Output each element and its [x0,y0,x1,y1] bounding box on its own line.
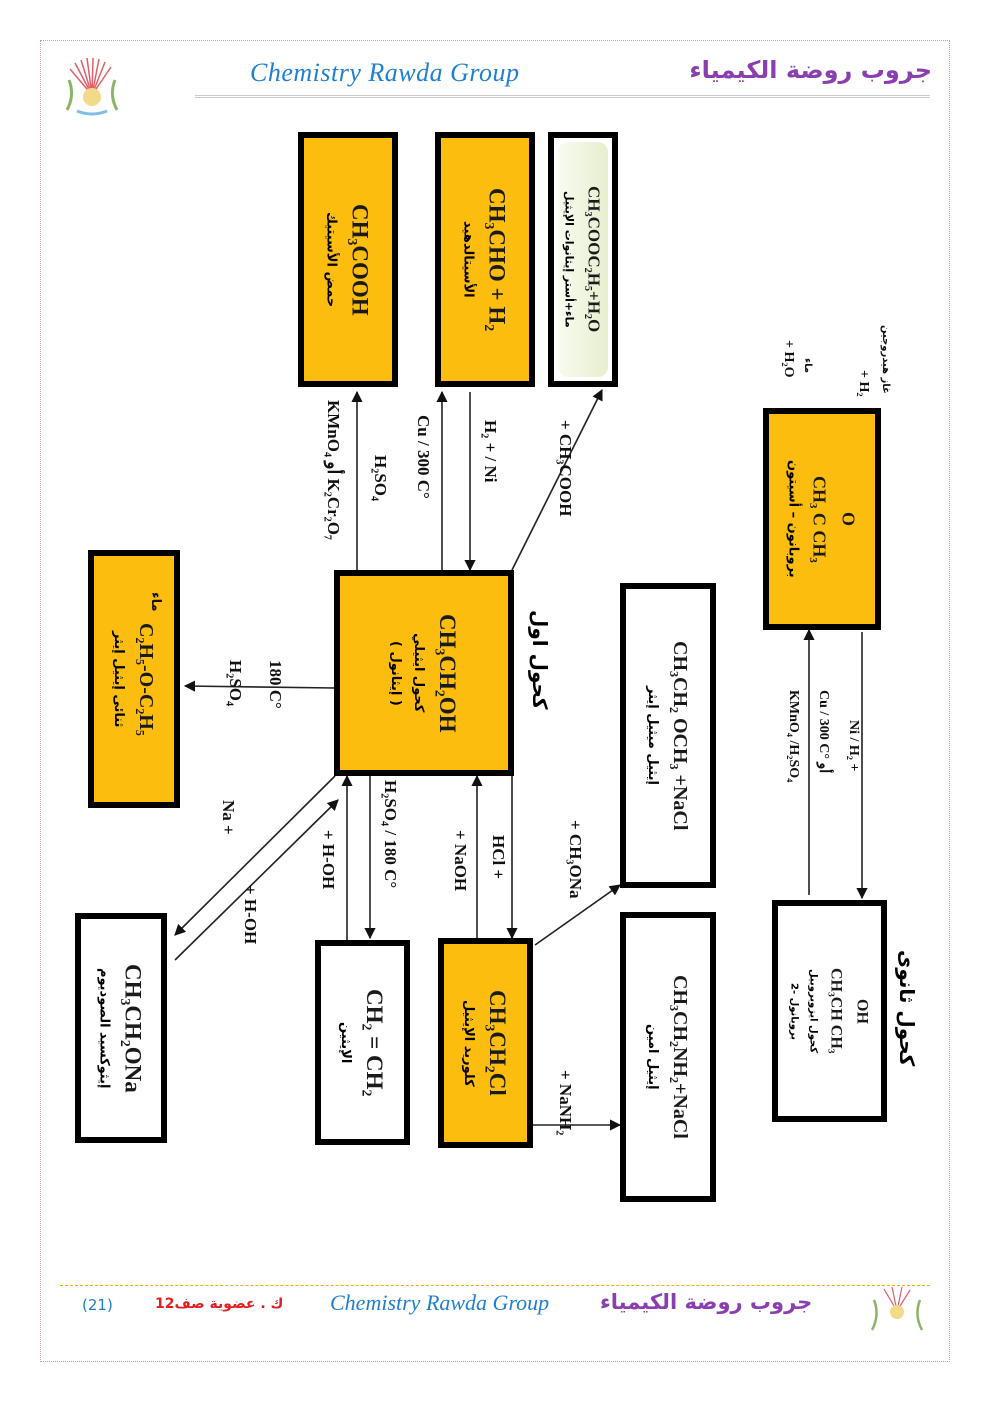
group-logo-icon [65,57,119,116]
label-acetone-h2-ar: غاز هيدروجين [880,325,891,394]
label-to-acetaldehyde: Cu / 300 C° [414,415,433,499]
node-acetaldehyde: CH₃CHO + H₂ الأسيتالدهيد [435,132,535,387]
node-ethyl-chloride: CH₃CH₂Cl كلوريد الإيثيل [438,938,533,1148]
footer-title-en: Chemistry Rawda Group [330,1290,550,1315]
node-acetic-acid: CH₃COOH حمض الأسيتيك [298,132,398,387]
label-from-acetone: Ni / H₂ + [846,720,861,772]
arrow-from-ethoxide [174,799,339,961]
arrow-to-ethoxide [174,775,336,936]
header-title-ar: جروب روضة الكيمياء [689,56,932,84]
node-ethene: CH₂ = CH₂ الإيثين [315,940,410,1145]
label-to-ethene: H₂SO₄ / 180 C° [381,780,400,889]
arrow-to-methyl-ether [534,884,621,946]
label-to-ester: + CH₃COOH [556,420,575,517]
label-acetone-h2: + H₂ [856,370,871,397]
page-number: (21) [82,1296,113,1314]
label-from-ethene: + H-OH [319,830,338,890]
node-ester: CH₃COOC₂H₅+H₂O ماء+أستر إيثانوات الإيثيل [548,132,618,387]
label-to-acetic-acid-2: H₂SO₄ [371,455,390,502]
node-ether: C₂H₅-O-C₂H₅ ثنائى إيثيل إيثر [88,550,180,808]
label-to-acetic-acid-1: KMnO₄ أو K₂Cr₂O₇ [324,400,343,541]
primary-alcohol-title: كحول اول [528,610,552,710]
label-acetone-water-ar: ماء [802,358,813,374]
footer-logo-icon [870,1286,924,1331]
label-from-ethoxide: + H-OH [241,885,260,945]
node-ethoxide: CH₃CH₂ONa إيثوكسيد الصوديوم [75,913,167,1143]
label-to-ethylamine: + NaNH₂ [556,1070,575,1136]
label-to-methyl-ether: + CH₃ONa [566,820,585,899]
label-from-acetaldehyde: H₂ + / Ni [481,420,500,483]
footer-title-ar: جروب روضة الكيمياء [600,1290,813,1314]
secondary-alcohol-title: كحول ثانوى [895,950,919,1067]
header-divider [195,95,930,98]
label-to-chloride: HCl + [489,835,508,880]
label-to-acetone-1: KMnO₄ /H₂SO₄ [786,690,801,783]
page-border [40,40,950,1362]
label-to-ether-1: H₂SO₄ [226,660,245,707]
label-from-chloride: + NaOH [451,830,470,892]
arrow-to-ester [511,388,603,571]
node-acetone: O CH₃ C CH₃ بروبانون – أسيتون [763,408,881,630]
node-ethanol: CH₃CH₂OH كحول ايثيلي ( إيثانول ) [334,570,514,776]
node-ethylamine: CH₃CH₂NH₂+NaCl إيثيل امين [620,912,716,1202]
node-methyl-ether: CH₃CH₂ OCH₃ +NaCl إيثيل ميثيل إيثر [620,583,716,888]
ether-water-label: ماء [148,592,163,612]
label-acetone-water: + H₂O [781,340,796,378]
node-isopropanol: OH CH₃CH CH₃ كحول ايزوبروبيل 2- بروبانول [772,900,887,1122]
label-to-acetone-2: Cu / 300 C° أو [816,690,831,774]
label-to-ether-2: 180 C° [266,660,285,709]
footer-divider [60,1285,930,1286]
arrow-to-ether [183,680,336,692]
footer-subject: ك . عضوية صف12 [155,1296,284,1312]
header-title-en: Chemistry Rawda Group [250,58,520,87]
label-to-ethoxide: Na + [219,800,238,835]
